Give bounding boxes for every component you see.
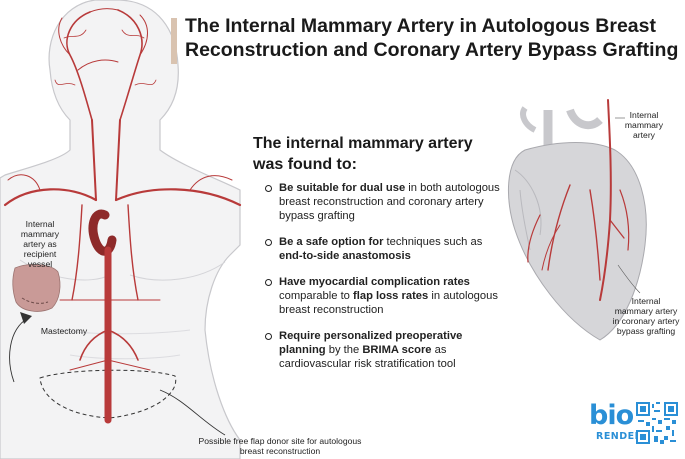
finding-item: Be suitable for dual use in both autolog…	[262, 181, 502, 223]
body-silhouette	[0, 0, 241, 459]
findings-list: Be suitable for dual use in both autolog…	[262, 181, 502, 383]
donor-site-outline	[39, 369, 177, 419]
finding-item: Be a safe option for techniques such as …	[262, 235, 502, 263]
mastectomy-flap	[12, 264, 61, 312]
qr-code-icon	[636, 402, 678, 444]
ima-label: Internal mammary artery	[624, 110, 664, 140]
mastectomy-label: Mastectomy	[40, 326, 88, 336]
finding-item: Have myocardial complication rates compa…	[262, 275, 502, 317]
finding-item: Require personalized preoperative planni…	[262, 329, 502, 371]
cabg-label: Internal mammary artery in coronary arte…	[612, 296, 680, 336]
title-accent-bar	[171, 18, 177, 64]
findings-headline: The internal mammary artery was found to…	[253, 135, 473, 173]
arterial-tree	[3, 8, 242, 424]
page-title: The Internal Mammary Artery in Autologou…	[185, 14, 685, 62]
recipient-vessel-label: Internal mammary artery as recipient ves…	[20, 219, 60, 269]
title-line-1: The Internal Mammary Artery in Autologou…	[185, 15, 656, 37]
title-line-2: Reconstruction and Coronary Artery Bypas…	[185, 39, 679, 61]
heart-body	[507, 142, 647, 341]
biorender-logo: bio	[589, 400, 634, 431]
biorender-logo-subtext: RENDER	[596, 431, 643, 442]
donor-site-label: Possible free flap donor site for autolo…	[198, 436, 362, 456]
